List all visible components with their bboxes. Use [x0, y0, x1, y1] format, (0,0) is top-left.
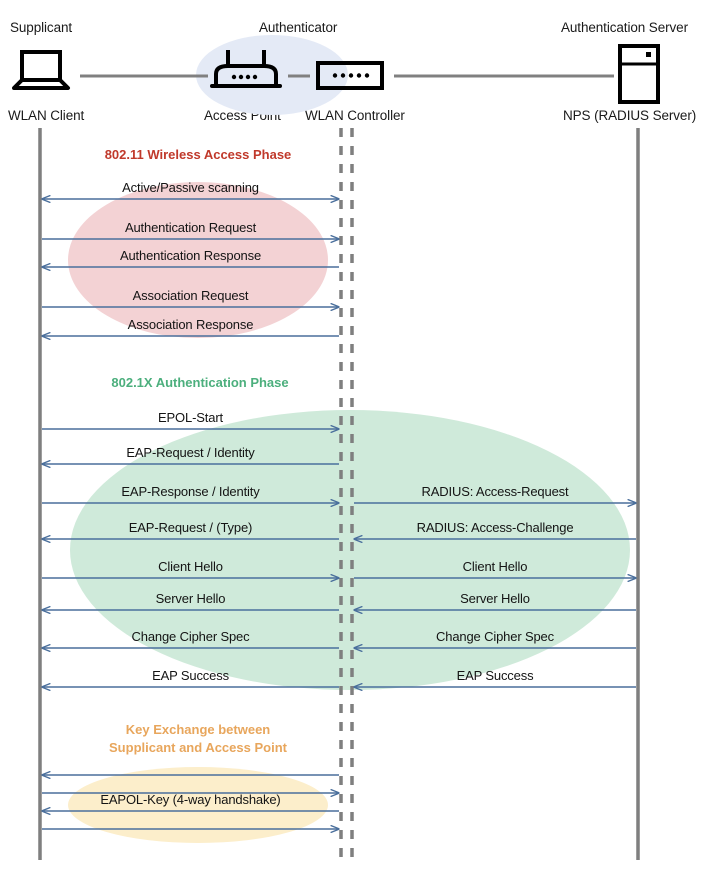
message-label: EAP-Request / (Type) [128, 520, 253, 535]
message-label: EAP Success [456, 668, 534, 683]
laptop-icon [12, 50, 70, 90]
phase-ellipse-802-1x [70, 410, 630, 690]
message-label: Server Hello [460, 591, 530, 606]
message-label: Change Cipher Spec [436, 629, 554, 644]
message-label: Authentication Request [124, 220, 257, 235]
message-label: RADIUS: Access-Challenge [416, 520, 574, 535]
phase-ellipse-key-exchange [68, 767, 328, 843]
message-label: Association Request [132, 288, 249, 303]
message-label: Client Hello [462, 559, 528, 574]
message-label: Active/Passive scanning [122, 180, 259, 195]
message-label: EAP-Response / Identity [121, 484, 260, 499]
message-arrow-layer [42, 199, 636, 829]
authenticator-group-oval [196, 35, 348, 115]
actor-role-authenticator: Authenticator [259, 20, 338, 35]
phase-ellipse-802-11 [68, 182, 328, 338]
message-label: EAPOL-Key (4-way handshake) [100, 792, 281, 807]
message-label: Authentication Response [119, 248, 262, 263]
actor-device-wlan-client: WLAN Client [8, 108, 85, 123]
message-label: EAP Success [152, 668, 229, 683]
actor-role-authentication-server: Authentication Server [561, 20, 688, 35]
message-label: EPOL-Start [158, 410, 223, 425]
actor-device-wlan-controller: WLAN Controller [305, 108, 405, 123]
message-label: EAP-Request / Identity [126, 445, 255, 460]
phase-label-802-11: 802.11 Wireless Access Phase [104, 147, 292, 162]
message-label: Server Hello [155, 591, 226, 606]
phase-label-key-exchange-line2: Supplicant and Access Point [109, 740, 287, 755]
phase-label-key-exchange: Key Exchange between Supplicant and Acce… [58, 721, 338, 757]
server-icon [618, 44, 660, 104]
message-label: RADIUS: Access-Request [421, 484, 569, 499]
actor-device-nps-radius-server: NPS (RADIUS Server) [563, 108, 697, 123]
phase-label-key-exchange-line1: Key Exchange between [125, 722, 271, 737]
message-label: Association Response [127, 317, 254, 332]
phase-label-802-1x: 802.1X Authentication Phase [111, 375, 289, 390]
actor-role-supplicant: Supplicant [10, 20, 73, 35]
access-point-icon [210, 50, 282, 88]
message-label: Change Cipher Spec [131, 629, 250, 644]
message-label: Client Hello [158, 559, 223, 574]
wlan-controller-icon [316, 61, 384, 90]
